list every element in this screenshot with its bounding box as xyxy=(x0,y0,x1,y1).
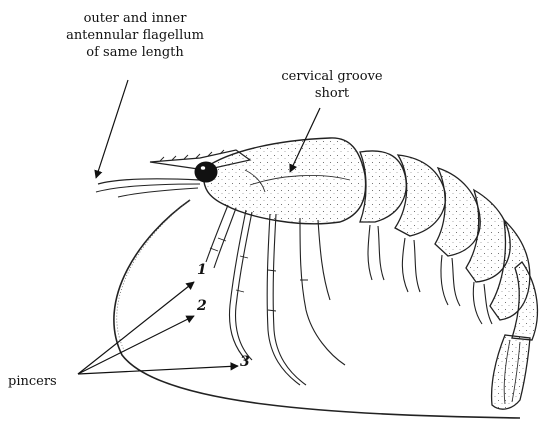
walking-legs xyxy=(206,205,345,385)
leg-number-1: 1 xyxy=(197,262,207,278)
leg-number-2: 2 xyxy=(197,298,207,314)
cervical-groove-label: cervical groove short xyxy=(272,68,392,102)
antennular-flagellum-label: outer and inner antennular flagellum of … xyxy=(40,10,230,61)
pincer-arrow-1 xyxy=(78,282,194,374)
pincer-arrow-3 xyxy=(78,366,238,374)
cervical-label-line-2: short xyxy=(272,85,392,102)
antennular-label-line-3: of same length xyxy=(40,44,230,61)
antenna-pointer-arrow xyxy=(96,80,128,178)
pincer-arrow-2 xyxy=(78,316,194,374)
antennular-flagella xyxy=(98,179,200,184)
antennular-label-line-1: outer and inner xyxy=(40,10,230,27)
antennular-label-line-2: antennular flagellum xyxy=(40,27,230,44)
eye xyxy=(195,162,217,182)
abdomen-segment-1 xyxy=(360,151,406,222)
pincers-label: pincers xyxy=(8,373,57,390)
tail-fan xyxy=(492,335,530,409)
leg-number-3: 3 xyxy=(240,354,250,370)
cervical-label-line-1: cervical groove xyxy=(272,68,392,85)
carapace xyxy=(204,138,366,224)
